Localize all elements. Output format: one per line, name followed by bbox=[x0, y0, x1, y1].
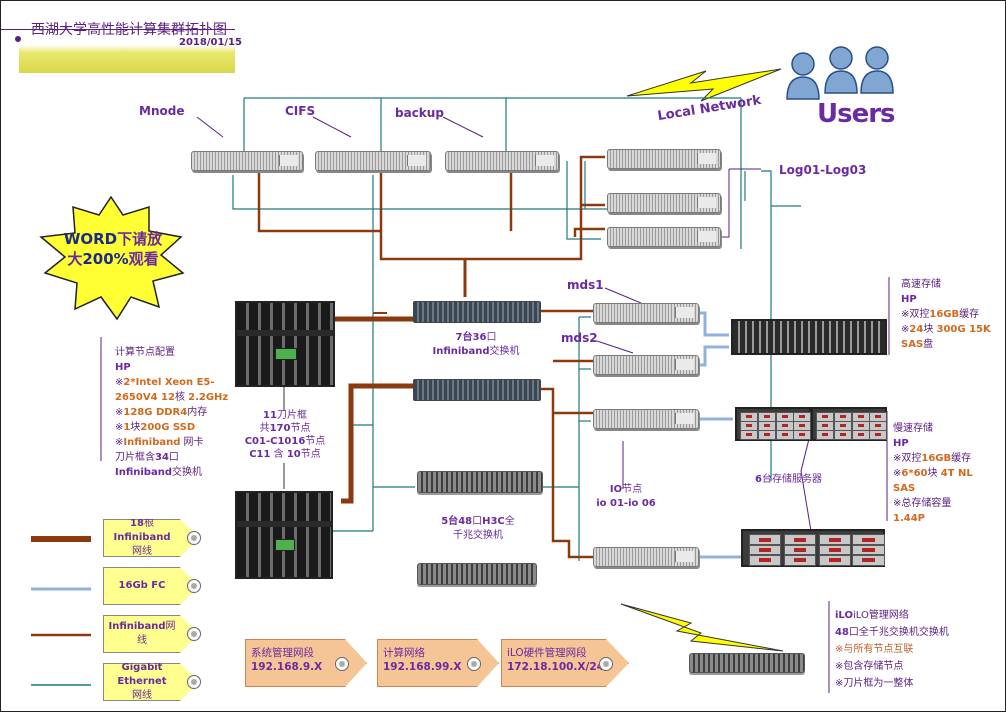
net-tag-ilo: iLO硬件管理网段 172.18.100.X/24 bbox=[501, 639, 629, 687]
title-banner bbox=[19, 19, 235, 73]
storage-enclosure-3 bbox=[741, 529, 885, 567]
high-speed-storage-array bbox=[731, 319, 887, 355]
mnode-label: Mnode bbox=[139, 104, 185, 118]
user-icon-1 bbox=[786, 52, 820, 100]
log01-server bbox=[607, 149, 721, 169]
cifs-label: CIFS bbox=[285, 104, 316, 118]
ilo-switch bbox=[689, 653, 805, 673]
ib-switch-label: 7台36口 Infiniband交换机 bbox=[432, 332, 520, 357]
legend-ib-tag: Infiniband网线 bbox=[103, 615, 199, 653]
date-label: 2018/01/15 bbox=[179, 37, 242, 48]
io-server-1 bbox=[593, 409, 699, 429]
log02-server bbox=[607, 193, 721, 213]
legend-tag-ring-icon bbox=[187, 675, 201, 689]
mnode-server bbox=[191, 151, 303, 171]
net-tag-ring-icon bbox=[599, 657, 613, 671]
storage-server-label: 6台存储服务器 bbox=[755, 474, 822, 485]
blade-chassis-top bbox=[235, 301, 335, 387]
title-underline bbox=[1, 29, 235, 30]
ib-switch-1 bbox=[413, 301, 541, 323]
net-tag-ring-icon bbox=[467, 657, 481, 671]
lightning-bolt-top bbox=[626, 68, 782, 102]
legend-tag-ring-icon bbox=[187, 627, 201, 641]
low-speed-storage-info: 慢速存储 HP ※双控16GB缓存 ※6*60块 4T NL SAS ※总存储容… bbox=[893, 423, 973, 524]
high-speed-storage-info: 高速存储 HP ※双控16GB缓存 ※24块 300G 15K SAS盘 bbox=[901, 279, 991, 350]
mds1-label: mds1 bbox=[567, 278, 604, 292]
net-tag-ring-icon bbox=[335, 657, 349, 671]
backup-label: backup bbox=[395, 106, 444, 120]
mds2-label: mds2 bbox=[561, 331, 598, 345]
legend-tag-ring-icon bbox=[187, 531, 201, 545]
legend-tag-ring-icon bbox=[187, 579, 201, 593]
lightning-bolt-bottom bbox=[620, 603, 784, 652]
legend-fc-tag: 16Gb FC bbox=[103, 567, 199, 605]
net-tag-system-mgmt: 系统管理网段 192.168.9.X bbox=[245, 639, 367, 687]
gbe-switch-1 bbox=[417, 471, 543, 493]
user-icon-2 bbox=[824, 46, 858, 94]
gbe-switch-label: 5台48口H3C全 千兆交换机 bbox=[441, 516, 515, 541]
compute-node-config: 计算节点配置 HP ※2*Intel Xeon E5- 2650V4 12核 2… bbox=[115, 347, 229, 478]
storage-enclosure-2 bbox=[811, 407, 887, 441]
gbe-switch-2 bbox=[417, 563, 537, 585]
page-title: 西湖大学高性能计算集群拓扑图 bbox=[31, 22, 227, 38]
blade-label: 11刀片框 共170节点 C01-C1016节点 C11 含 10节点 bbox=[244, 410, 326, 460]
io-server-2 bbox=[593, 547, 699, 567]
backup-server bbox=[445, 151, 559, 171]
log03-server bbox=[607, 227, 721, 247]
title-bullet-icon bbox=[15, 36, 21, 42]
mds1-server bbox=[593, 303, 699, 323]
log-label: Log01-Log03 bbox=[779, 163, 867, 177]
zoom-callout: WORD下请放 大200%观看 bbox=[63, 230, 163, 268]
cifs-server bbox=[315, 151, 431, 171]
starburst bbox=[39, 195, 185, 321]
mds2-server bbox=[593, 355, 699, 375]
users-label: Users bbox=[817, 99, 896, 129]
storage-enclosure-1 bbox=[735, 407, 811, 441]
blade-chassis-bottom bbox=[235, 491, 333, 579]
ilo-network-info: iLOiLO管理网络 48口全千兆交换机交换机 ※与所有节点互联 ※包含存储节点… bbox=[835, 610, 949, 689]
user-icon-3 bbox=[860, 46, 894, 94]
ib-switch-2 bbox=[413, 379, 541, 401]
